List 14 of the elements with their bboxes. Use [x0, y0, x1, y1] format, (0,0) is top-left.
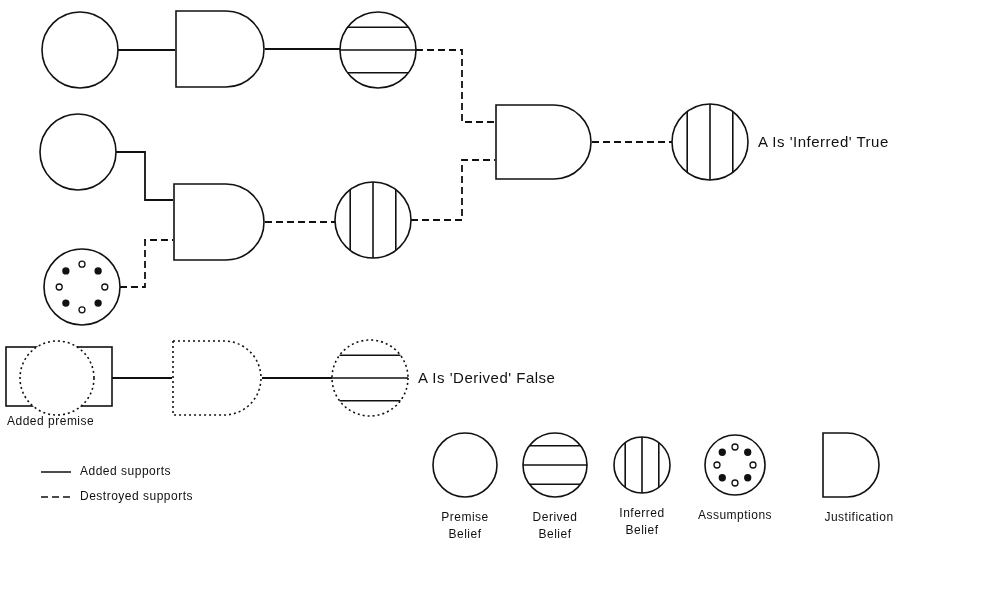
belief-caption: A Is 'Inferred' True: [758, 133, 889, 150]
legend-label: Destroyed supports: [80, 489, 194, 503]
node-label: Added premise: [7, 414, 95, 428]
legend-label: Justification: [823, 509, 895, 526]
connector-line: [264, 48, 341, 50]
connector-line: [264, 221, 336, 223]
legend-label: Added supports: [80, 464, 172, 478]
belief-caption: A Is 'Derived' False: [418, 369, 556, 386]
legend-label: Assumptions: [696, 507, 774, 524]
legend-label: Inferred Belief: [618, 505, 666, 539]
legend-label: Derived Belief: [531, 509, 579, 543]
connector-line: [591, 141, 673, 143]
connector-line: [261, 377, 333, 379]
legend-label: Premise Belief: [440, 509, 490, 543]
